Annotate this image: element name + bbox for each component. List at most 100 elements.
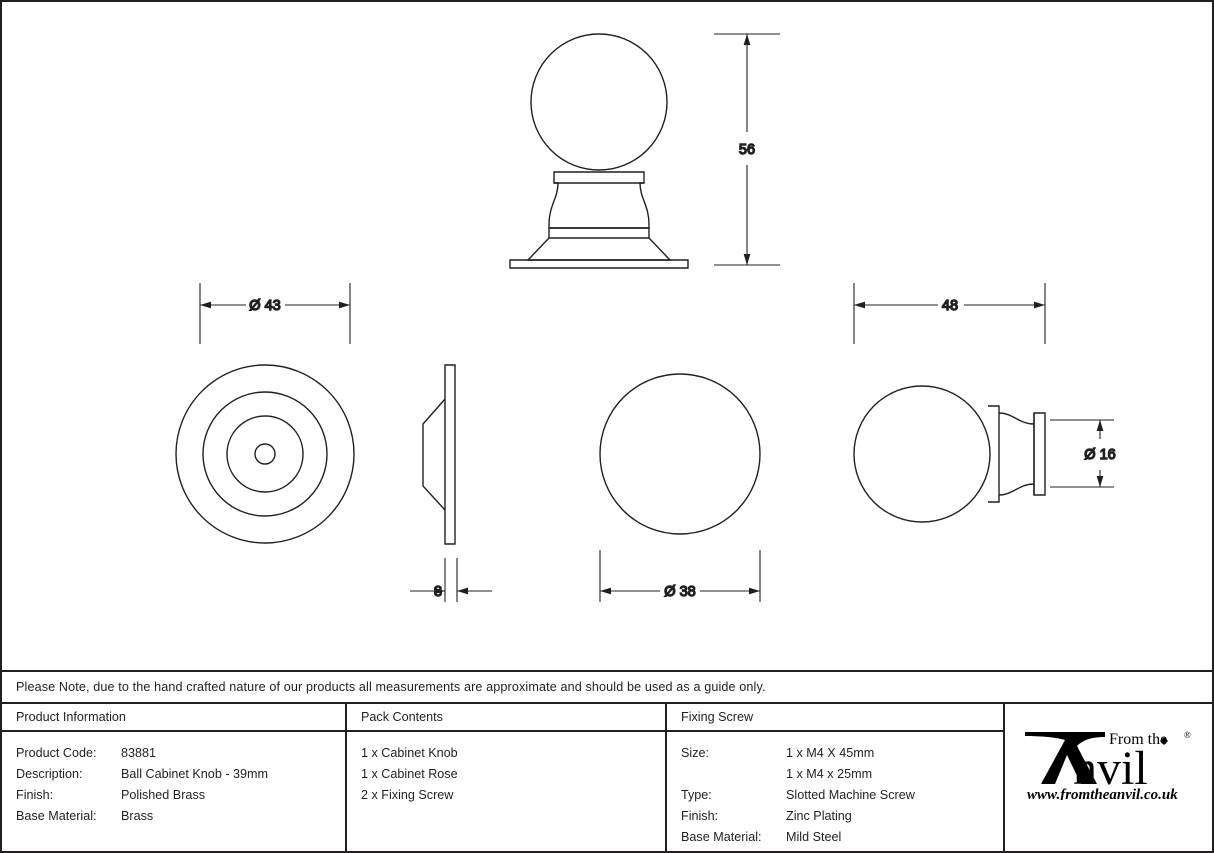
column-header-pack-contents: Pack Contents — [347, 704, 665, 732]
view-knob-side — [853, 385, 1046, 523]
dimension-56 — [714, 33, 780, 266]
spec-row: Base Material: Brass — [16, 806, 345, 827]
spec-label: Finish: — [681, 809, 719, 823]
drawing-area: 56 Ø 43 — [2, 2, 1212, 672]
rose-plate-edge — [444, 364, 456, 545]
spec-label: Base Material: — [16, 809, 97, 823]
dimension-stem-diameter — [1050, 419, 1114, 488]
view-elevation-knob-on-rose — [509, 33, 689, 269]
neck-lower-collar — [548, 227, 650, 239]
rose-outer-circle — [175, 364, 355, 544]
column-brand-logo: nvil From the ® www.fromtheanvil.co.uk — [1005, 704, 1212, 851]
spec-value: Ball Cabinet Knob - 39mm — [121, 767, 268, 781]
arrowhead-up — [1096, 420, 1104, 431]
logo-website: www.fromtheanvil.co.uk — [1027, 787, 1178, 800]
view-rose-side-profile — [422, 364, 456, 545]
rose-plate — [509, 259, 689, 269]
ball-outline-side — [853, 385, 991, 523]
spec-value: Zinc Plating — [786, 809, 852, 823]
registered-mark: ® — [1184, 730, 1191, 740]
dimension-rose-thickness — [410, 558, 492, 602]
list-item: 1 x Cabinet Rose — [361, 767, 458, 781]
spec-row: Type: Slotted Machine Screw — [681, 785, 1003, 806]
logo-tagline: From the — [1109, 731, 1167, 748]
product-info-table: Please Note, due to the hand crafted nat… — [2, 670, 1212, 851]
logo-cell: nvil From the ® www.fromtheanvil.co.uk — [1005, 704, 1212, 851]
spec-row: Product Code: 83881 — [16, 743, 345, 764]
column-header-fixing-screw: Fixing Screw — [667, 704, 1003, 732]
spec-row: 1 x M4 x 25mm — [681, 764, 1003, 785]
spec-value: Mild Steel — [786, 830, 842, 844]
spec-row: Size: 1 x M4 X 45mm — [681, 743, 1003, 764]
column-body-pack-contents: 1 x Cabinet Knob 1 x Cabinet Rose 2 x Fi… — [347, 732, 665, 806]
column-body-fixing-screw: Size: 1 x M4 X 45mm 1 x M4 x 25mm Type: … — [667, 732, 1003, 848]
anvil-glyph-a — [1025, 732, 1105, 784]
column-body-product-information: Product Code: 83881 Description: Ball Ca… — [2, 732, 345, 827]
arrowhead-down — [1096, 476, 1104, 487]
arrowhead-down — [743, 254, 751, 265]
engineering-views-svg: 56 Ø 43 — [175, 33, 1116, 602]
base-flare — [526, 237, 672, 261]
dimension-label-rose-thickness: 8 — [434, 584, 442, 600]
list-item: 1 x Cabinet Knob — [361, 746, 458, 760]
view-knob-front — [599, 373, 761, 535]
spec-value: Slotted Machine Screw — [786, 788, 915, 802]
stem-collar-inner — [988, 405, 1000, 503]
dimension-label-ball-diameter: Ø 38 — [664, 584, 695, 600]
arrowhead-right-in — [434, 587, 445, 595]
stem-waist — [998, 412, 1035, 496]
spec-row: Finish: Zinc Plating — [681, 806, 1003, 827]
ball-outline — [530, 33, 668, 171]
arrowhead-left-in — [457, 587, 468, 595]
spec-row: Description: Ball Cabinet Knob - 39mm — [16, 764, 345, 785]
arrowhead-right — [339, 301, 350, 309]
column-header-product-information: Product Information — [2, 704, 345, 732]
spec-value: Brass — [121, 809, 154, 823]
spec-value: 1 x M4 X 45mm — [786, 746, 875, 760]
dimension-label-projection: 48 — [942, 298, 958, 314]
column-product-information: Product Information Product Code: 83881 … — [2, 704, 347, 851]
column-pack-contents: Pack Contents 1 x Cabinet Knob 1 x Cabin… — [347, 704, 667, 851]
spec-row: Finish: Polished Brass — [16, 785, 345, 806]
list-item: 2 x Fixing Screw — [361, 788, 454, 802]
spec-label: Product Code: — [16, 746, 97, 760]
dimension-label-height: 56 — [739, 142, 755, 158]
anvil-logo-svg: nvil From the ® www.fromtheanvil.co.uk — [1025, 730, 1191, 803]
arrowhead-left — [854, 301, 865, 309]
arrowhead-left — [600, 587, 611, 595]
view-rose-front — [175, 364, 355, 544]
dimension-rose-diameter — [199, 283, 351, 344]
spec-value: 1 x M4 x 25mm — [786, 767, 873, 781]
spec-value: 83881 — [121, 746, 157, 760]
stem-collar-outer — [1033, 412, 1046, 496]
spec-label: Size: — [681, 746, 709, 760]
column-fixing-screw: Fixing Screw Size: 1 x M4 X 45mm 1 x M4 … — [667, 704, 1005, 851]
knob-front-circle — [599, 373, 761, 535]
spec-row: Base Material: Mild Steel — [681, 827, 1003, 848]
neck-waist — [548, 182, 650, 229]
rose-centre-hole — [254, 443, 276, 465]
diamond-icon — [1160, 737, 1168, 745]
disclaimer-row: Please Note, due to the hand crafted nat… — [2, 670, 1212, 704]
spec-label: Base Material: — [681, 830, 762, 844]
rose-mid-circle — [202, 391, 328, 517]
arrowhead-left — [200, 301, 211, 309]
dimension-label-rose-diameter: Ø 43 — [249, 298, 280, 314]
spec-label: Type: — [681, 788, 712, 802]
arrowhead-right — [1034, 301, 1045, 309]
dimension-projection — [853, 283, 1046, 344]
arrowhead-up — [743, 34, 751, 45]
spec-label: Finish: — [16, 788, 54, 802]
spec-value: Polished Brass — [121, 788, 205, 802]
spec-label — [681, 764, 786, 785]
spec-label: Description: — [16, 767, 83, 781]
dimension-ball-diameter — [599, 550, 761, 602]
rose-inner-circle — [226, 415, 304, 493]
table-body: Product Information Product Code: 83881 … — [2, 704, 1212, 851]
rose-boss-taper — [422, 398, 446, 511]
neck-top-collar — [553, 171, 645, 184]
anvil-logo: nvil From the ® www.fromtheanvil.co.uk — [1021, 722, 1199, 803]
dimension-label-stem-diameter: Ø 16 — [1084, 447, 1115, 463]
disclaimer-text: Please Note, due to the hand crafted nat… — [16, 680, 766, 694]
